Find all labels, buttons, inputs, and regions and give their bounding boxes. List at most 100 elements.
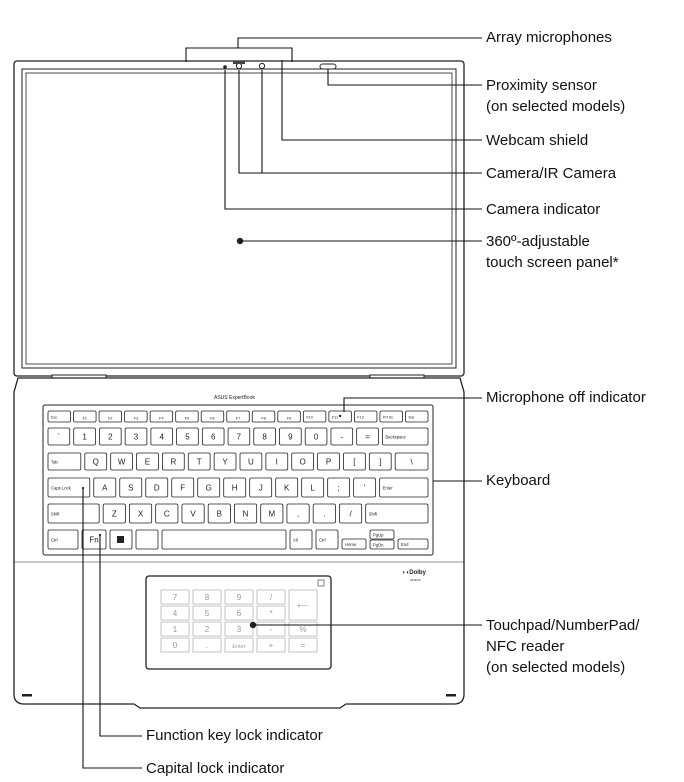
key-p[interactable]: [317, 452, 340, 471]
key-f3[interactable]: [124, 410, 148, 423]
key-j-label: J: [259, 484, 263, 493]
key-8[interactable]: [253, 427, 276, 446]
key-f8[interactable]: [251, 410, 276, 423]
key-sym[interactable]: [343, 452, 366, 471]
key-i[interactable]: [265, 452, 289, 471]
key-7[interactable]: [227, 427, 251, 446]
camera-indicator-dot: [223, 65, 227, 69]
key-del[interactable]: [405, 410, 429, 423]
key-2-label: 2: [108, 433, 113, 442]
key-shift[interactable]: [365, 503, 429, 524]
key-6[interactable]: [201, 427, 225, 446]
key-sym[interactable]: [339, 503, 363, 524]
key-u[interactable]: [239, 452, 263, 471]
key-f5[interactable]: [175, 410, 199, 423]
key-c[interactable]: [155, 503, 179, 524]
numpad-key-sym-13[interactable]: [256, 605, 286, 621]
numpad-key-7-00[interactable]: [160, 589, 190, 605]
key-f6[interactable]: [200, 410, 225, 423]
key-backspace[interactable]: [381, 427, 429, 446]
key-z[interactable]: [102, 503, 126, 524]
key-q[interactable]: [84, 452, 108, 471]
key-5[interactable]: [176, 427, 199, 446]
key-3[interactable]: [124, 427, 148, 446]
key-j[interactable]: [249, 477, 273, 498]
key-y[interactable]: [213, 452, 237, 471]
numberpad-icon[interactable]: [317, 579, 325, 587]
numpad-key-equals[interactable]: [288, 637, 318, 653]
numpad-key-1-20[interactable]: [160, 621, 190, 637]
numpad-key-backspace[interactable]: [288, 589, 318, 621]
numpad-key-sym-33[interactable]: [256, 637, 286, 653]
key-sym[interactable]: [394, 452, 429, 471]
key-t[interactable]: [187, 452, 211, 471]
key-sym[interactable]: [47, 427, 71, 446]
key-home-label: Home: [345, 542, 357, 547]
key-x[interactable]: [129, 503, 153, 524]
key-end[interactable]: [397, 538, 429, 550]
key-home[interactable]: [341, 538, 367, 550]
key-sym[interactable]: [327, 477, 351, 498]
key-b[interactable]: [207, 503, 231, 524]
key-1[interactable]: [73, 427, 96, 446]
key-s[interactable]: [119, 477, 143, 498]
key-n[interactable]: [234, 503, 258, 524]
key-f[interactable]: [171, 477, 195, 498]
key-pgdn[interactable]: [369, 539, 395, 550]
key-f9[interactable]: [277, 410, 301, 423]
key-0[interactable]: [304, 427, 328, 446]
key-esc[interactable]: [47, 410, 71, 423]
key-f1[interactable]: [73, 410, 97, 423]
key-sym[interactable]: [286, 503, 310, 524]
key-sym[interactable]: [312, 503, 336, 524]
numpad-key-sym-03[interactable]: [256, 589, 286, 605]
key-ctrl-left[interactable]: [47, 529, 79, 550]
key-prt-sc[interactable]: [379, 410, 403, 423]
numpad-key-0-30[interactable]: [160, 637, 190, 653]
numpad-key-3-22[interactable]: [224, 621, 254, 637]
key-e[interactable]: [136, 452, 159, 471]
key-o[interactable]: [291, 452, 315, 471]
key-r[interactable]: [161, 452, 185, 471]
numpad-key-4-10[interactable]: [160, 605, 190, 621]
key-ctrl-right[interactable]: [315, 529, 339, 550]
label-caps-lock: Capital lock indicator: [146, 760, 285, 777]
key-9[interactable]: [279, 427, 302, 446]
key-f7[interactable]: [226, 410, 250, 423]
key-a[interactable]: [93, 477, 117, 498]
key-2[interactable]: [99, 427, 122, 446]
key-caps-lock[interactable]: [47, 477, 91, 498]
key-enter[interactable]: [379, 477, 429, 498]
key-h[interactable]: [223, 477, 247, 498]
numpad-key-9-02[interactable]: [224, 589, 254, 605]
numpad-key-sym-31[interactable]: [192, 637, 222, 653]
key-f10[interactable]: [302, 410, 327, 423]
key-alt-left[interactable]: [135, 529, 159, 550]
key-f2[interactable]: [98, 410, 122, 423]
key-f8-label: F8: [261, 417, 265, 421]
key-l[interactable]: [301, 477, 325, 498]
key-sym[interactable]: [356, 427, 379, 446]
key-sym[interactable]: [330, 427, 354, 446]
key-d[interactable]: [145, 477, 169, 498]
key-tab[interactable]: [47, 452, 82, 471]
key-w[interactable]: [110, 452, 133, 471]
key-m[interactable]: [260, 503, 284, 524]
key-shift[interactable]: [47, 503, 100, 524]
numpad-key-2-21[interactable]: [192, 621, 222, 637]
key-f12[interactable]: [353, 410, 378, 423]
key-pgup[interactable]: [369, 529, 395, 540]
key-alt-right[interactable]: [289, 529, 313, 550]
key-k[interactable]: [275, 477, 299, 498]
numpad-key-enter-32[interactable]: [224, 637, 254, 653]
key-sym[interactable]: [368, 452, 392, 471]
key-sym[interactable]: [353, 477, 377, 498]
numpad-key-6-12[interactable]: [224, 605, 254, 621]
key-space[interactable]: [161, 529, 287, 550]
numpad-key-8-01[interactable]: [192, 589, 222, 605]
key-v[interactable]: [181, 503, 205, 524]
key-f4[interactable]: [149, 410, 174, 423]
numpad-key-5-11[interactable]: [192, 605, 222, 621]
key-4[interactable]: [150, 427, 174, 446]
key-g[interactable]: [197, 477, 221, 498]
